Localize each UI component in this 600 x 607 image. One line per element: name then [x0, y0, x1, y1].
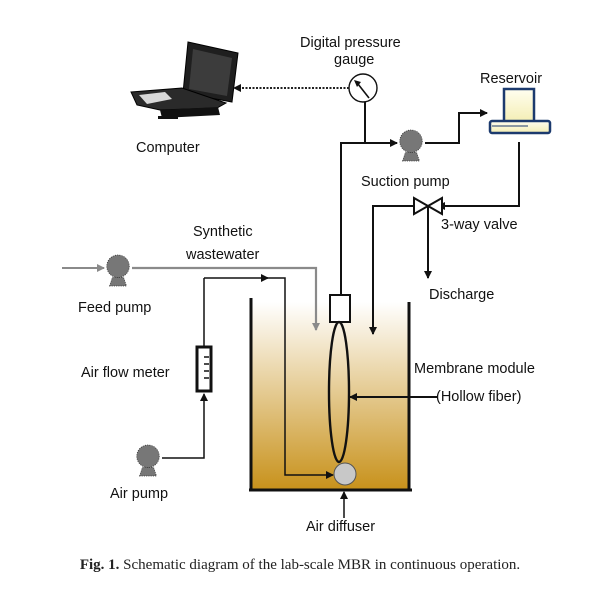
bioreactor-tank	[249, 298, 412, 492]
pressure-gauge-icon	[348, 73, 378, 103]
air-pump-to-meter-line	[162, 393, 208, 459]
feed-pump-icon	[106, 254, 130, 287]
permeate-line	[340, 139, 398, 295]
gauge-label-line1: Digital pressure	[300, 35, 401, 51]
gauge-label-line2: gauge	[334, 52, 374, 68]
caption-text: Schematic diagram of the lab-scale MBR i…	[119, 557, 521, 573]
computer-label: Computer	[136, 140, 200, 156]
air-drop-line	[266, 277, 334, 479]
figure-caption: Fig. 1. Schematic diagram of the lab-sca…	[0, 557, 600, 574]
backwash-line	[369, 205, 414, 335]
air-pump-label: Air pump	[110, 486, 168, 502]
suction-pump-label: Suction pump	[361, 174, 450, 190]
caption-label: Fig. 1.	[79, 557, 120, 573]
flow-meter-icon	[195, 345, 213, 393]
valve-label: 3-way valve	[441, 217, 518, 233]
air-flow-meter-label: Air flow meter	[81, 365, 170, 381]
air-diffuser-label: Air diffuser	[306, 519, 375, 535]
laptop-computer-icon	[130, 41, 239, 119]
reservoir-label: Reservoir	[480, 71, 542, 87]
synthetic-label-line2: wastewater	[185, 247, 260, 263]
membrane-module-icon	[327, 294, 351, 464]
air-pump-icon	[136, 444, 160, 477]
air-diffuser-icon	[333, 462, 357, 486]
synthetic-label-line1: Synthetic	[193, 224, 253, 240]
feed-pump-label: Feed pump	[78, 300, 151, 316]
discharge-label: Discharge	[429, 287, 494, 303]
membrane-label-line1: Membrane module	[414, 361, 535, 377]
suction-pump-icon	[399, 129, 423, 162]
membrane-label-line2: (Hollow fiber)	[436, 389, 521, 405]
pump-to-reservoir-line	[425, 109, 488, 144]
reservoir-icon	[488, 87, 552, 135]
reservoir-return-line	[437, 142, 520, 210]
feed-line	[132, 266, 320, 331]
